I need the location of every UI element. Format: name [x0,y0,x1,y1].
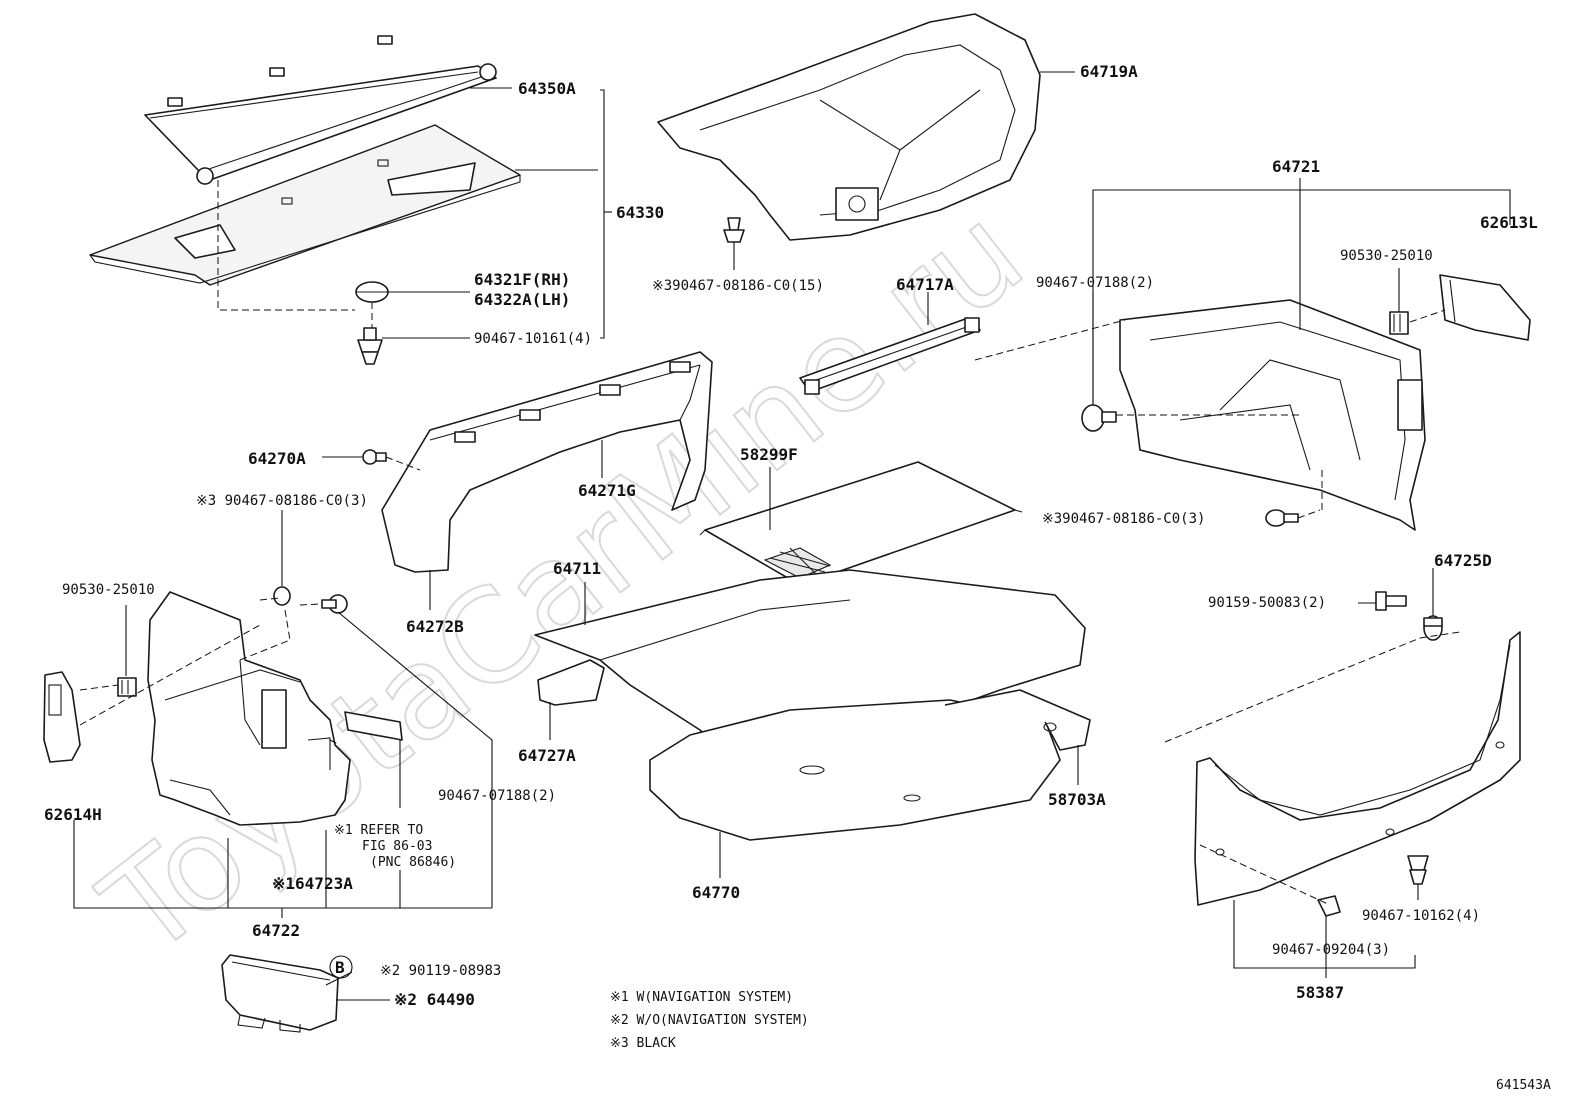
clip-90467-07188-r [1081,404,1117,432]
label-62614H: 62614H [44,805,102,824]
label-90467-09204: 90467-09204(3) [1272,942,1390,958]
package-tray-cover-64350A [144,35,497,185]
clip-90467-10162 [1407,855,1429,885]
label-64723A: ※164723A [272,874,353,893]
side-trim-64722 [147,591,351,826]
label-90530-25010-r: 90530-25010 [1340,248,1433,264]
note-refer-line2: FIG 86-03 [362,839,432,854]
label-90119-08983: ※2 90119-08983 [380,963,501,979]
bolt-90159-50083 [1375,591,1407,611]
clip-90467-08186-top [723,217,745,243]
clip-90467-08186-left [273,586,291,606]
legend-note-2: ※2 W/O(NAVIGATION SYSTEM) [610,1013,809,1028]
clip-90530-25010-l [117,677,137,697]
label-90159-50083: 90159-50083(2) [1208,595,1326,611]
tray-64490 [221,954,339,1033]
label-58299F: 58299F [740,445,798,464]
package-tray-64330 [89,124,521,286]
panel-62613L [1439,274,1531,341]
net-58299F [699,461,1023,586]
panel-64727A [537,659,605,706]
label-62613L: 62613L [1480,213,1538,232]
label-64711: 64711 [553,559,601,578]
mat-58703A [944,689,1091,751]
label-64717A: 64717A [896,275,954,294]
floor-mat-64711 [534,569,1086,771]
panel-62614H [43,671,81,763]
label-90467-10162: 90467-10162(4) [1362,908,1480,924]
callout-circle-b: B [335,958,345,977]
rear-trim-58387 [1194,631,1521,906]
trunk-lid-liner-64719A [657,13,1041,241]
label-58703A: 58703A [1048,790,1106,809]
label-64727A: 64727A [518,746,576,765]
label-90467-08186-right: ※390467-08186-C0(3) [1042,511,1205,527]
label-90467-08186-left: ※3 90467-08186-C0(3) [196,493,368,509]
label-90467-07188-r: 90467-07188(2) [1036,275,1154,291]
label-64271G: 64271G [578,481,636,500]
note-refer-line3: (PNC 86846) [370,855,456,870]
support-64717A [799,317,981,395]
label-64725D: 64725D [1434,551,1492,570]
label-64721: 64721 [1272,157,1320,176]
trim-64271G [381,351,713,573]
label-64722: 64722 [252,921,300,940]
clip-90467-09204 [1317,895,1341,917]
figure-id: 641543A [1496,1078,1551,1093]
label-64770: 64770 [692,883,740,902]
trim-64723A [344,711,403,741]
label-90467-08186-top: ※390467-08186-C0(15) [652,278,824,294]
label-64350A: 64350A [518,79,576,98]
deck-board-64770 [649,699,1061,841]
label-64270A: 64270A [248,449,306,468]
clip-64321F [355,281,389,303]
label-64321F: 64321F(RH) [474,270,570,289]
label-64272B: 64272B [406,617,464,636]
label-64322A: 64322A(LH) [474,290,570,309]
label-64490: ※2 64490 [394,990,475,1009]
label-90467-07188-l: 90467-07188(2) [438,788,556,804]
label-90530-25010-l: 90530-25010 [62,582,155,598]
label-64719A: 64719A [1080,62,1138,81]
clip-90530-25010-r [1389,311,1409,335]
clip-90467-07188-l [321,594,348,614]
note-refer-line1: ※1 REFER TO [334,823,423,838]
clip-64725D [1423,615,1443,641]
legend-note-1: ※1 W(NAVIGATION SYSTEM) [610,990,793,1005]
label-64330: 64330 [616,203,664,222]
legend-note-3: ※3 BLACK [610,1036,676,1051]
clip-90467-10161 [357,327,383,365]
clip-90467-08186-right [1265,509,1299,527]
clip-64270A [362,449,387,465]
label-58387: 58387 [1296,983,1344,1002]
label-90467-10161: 90467-10161(4) [474,331,592,347]
